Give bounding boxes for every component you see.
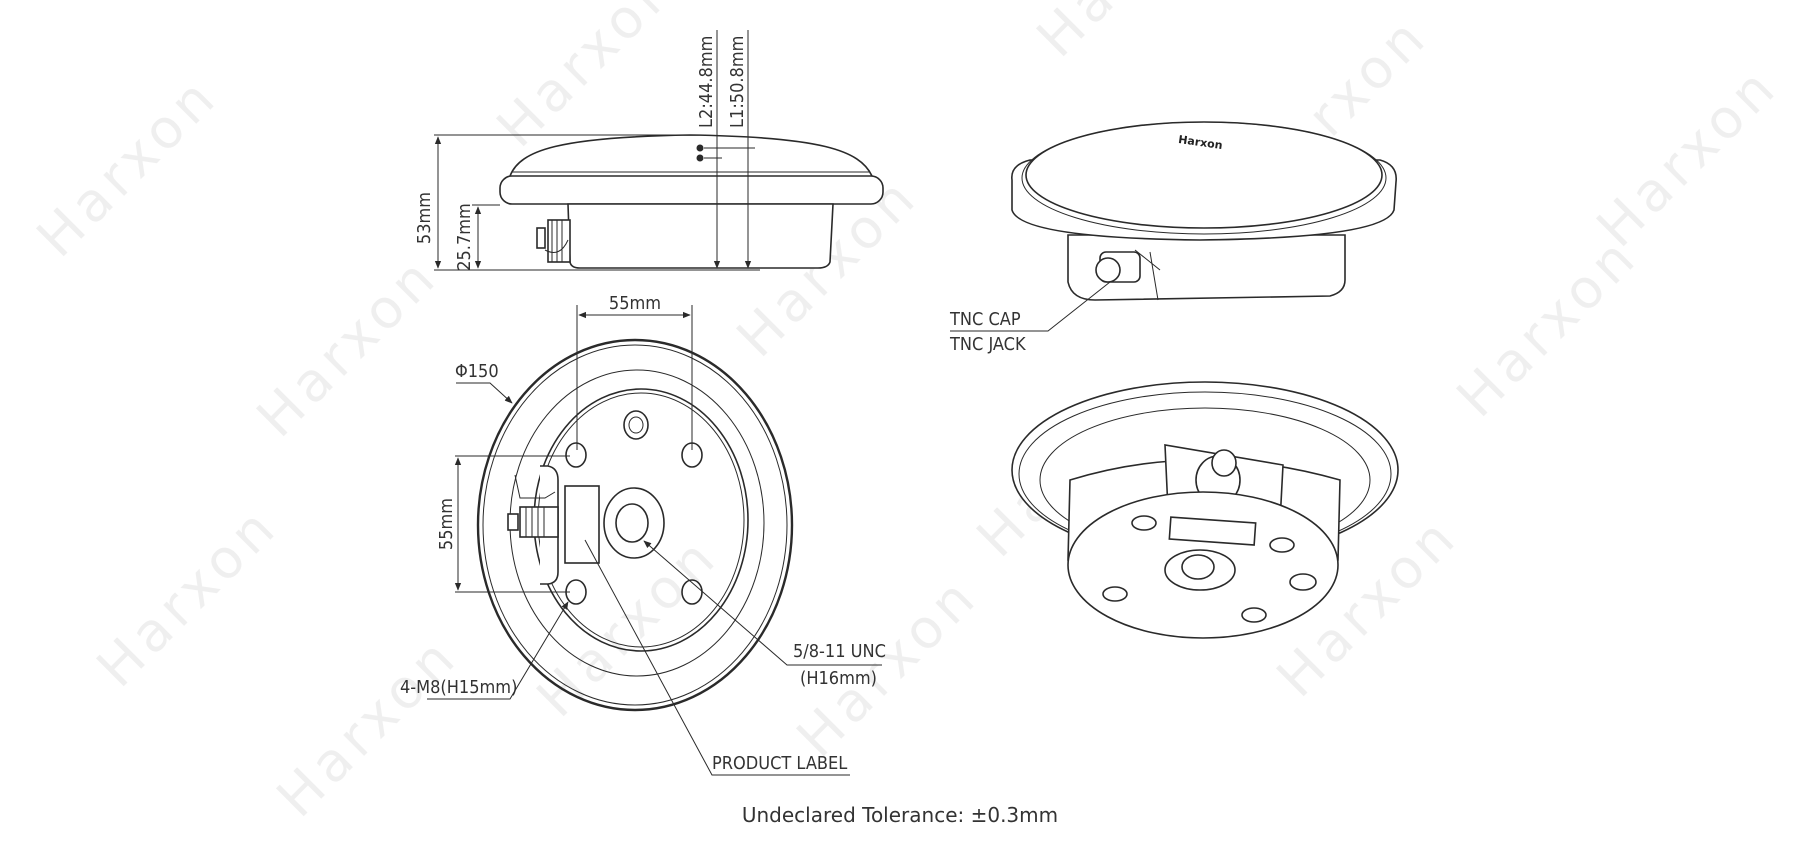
center-thread-label: 5/8-11 UNC <box>793 641 886 662</box>
tnc-connector-side <box>536 219 571 263</box>
bottom-isometric-view <box>1011 381 1399 639</box>
top-isometric-view: Harxon TNC CAP TNC JACK <box>949 121 1397 355</box>
mount-hole <box>681 579 703 605</box>
diameter-label: Φ150 <box>455 361 499 382</box>
l2-phase-center-icon <box>696 144 704 152</box>
l2-height-label: L2:44.8mm <box>696 36 717 128</box>
mount-holes-label: 4-M8(H15mm) <box>400 677 517 698</box>
iso-tnc-connector <box>1095 249 1161 301</box>
flange <box>499 175 884 205</box>
watermark-text: Harxon <box>245 243 451 449</box>
watermark-text: Harxon <box>25 63 231 269</box>
mount-hole <box>565 442 587 468</box>
center-boss <box>603 487 665 559</box>
product-label-area <box>564 485 600 564</box>
tnc-jack-label: TNC JACK <box>949 334 1026 355</box>
l1-phase-center-icon <box>696 154 704 162</box>
tnc-connector-bottom <box>507 474 559 538</box>
height-25-7mm-label: 25.7mm <box>454 203 475 271</box>
l1-height-label: L1:50.8mm <box>727 36 748 128</box>
watermark-text: Harxon <box>1025 0 1231 69</box>
watermark-text: Harxon <box>785 563 991 769</box>
hole-spacing-vertical-label: 55mm <box>436 498 457 550</box>
center-thread-depth-label: (H16mm) <box>800 668 877 689</box>
watermark-text: Harxon <box>1585 53 1791 259</box>
product-label-callout: PRODUCT LABEL <box>712 753 847 774</box>
dome-outline <box>509 134 873 177</box>
bottom-view: 55mm 55mm Φ150 4-M8(H15mm) 5/8-11 UNC (H… <box>400 293 886 776</box>
hole-spacing-horizontal-label: 55mm <box>609 293 661 314</box>
tnc-cap-label: TNC CAP <box>949 309 1021 330</box>
tolerance-note: Undeclared Tolerance: ±0.3mm <box>742 803 1058 827</box>
side-view: 53mm 25.7mm L2:44.8mm L1:50.8mm <box>414 30 884 271</box>
watermark-text: Harxon <box>85 493 291 699</box>
iso-logo: Harxon <box>1178 133 1224 152</box>
watermark-text: Harxon <box>265 623 471 829</box>
height-53mm-label: 53mm <box>414 192 435 244</box>
watermark-text: Harxon <box>1445 223 1651 429</box>
base-body <box>567 203 834 269</box>
